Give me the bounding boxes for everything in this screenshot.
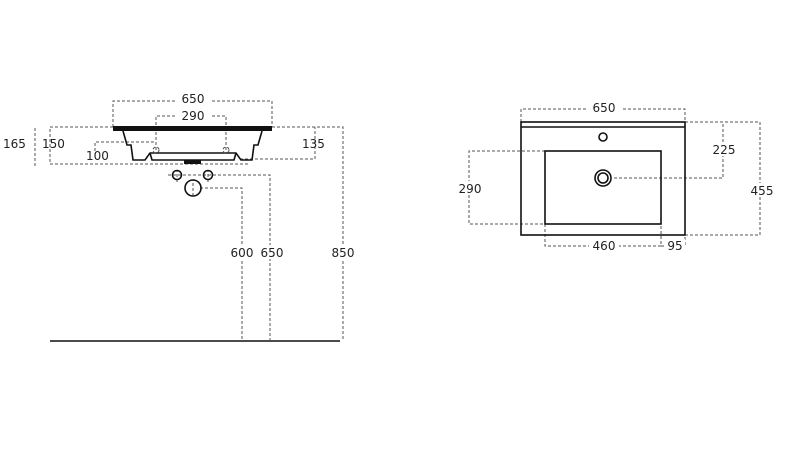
dim-line-850	[272, 126, 344, 340]
label-tap-offset: 100	[86, 149, 109, 163]
dim-line-depth	[685, 121, 761, 236]
top-view: 650 225 455 290 460 95	[456, 100, 777, 253]
label-width: 650	[182, 92, 205, 106]
label-tap-spacing: 290	[182, 109, 205, 123]
basin-bowl-bottom	[149, 152, 237, 161]
dim-line-left-depth	[49, 126, 250, 165]
drain-outlet	[184, 160, 201, 164]
basin-top-slab	[113, 126, 272, 131]
dim-line-tap-spacing	[155, 115, 227, 150]
label-850: 850	[332, 246, 355, 260]
water-pipe-right-icon	[202, 169, 214, 181]
drain-pipe-icon	[184, 179, 202, 197]
label-left-depth: 150	[42, 137, 65, 151]
water-pipe-left-icon	[171, 169, 183, 181]
tap-hole-right-icon	[222, 146, 230, 154]
drain-icon	[594, 169, 612, 187]
label-top-width: 650	[593, 101, 616, 115]
label-total-height: 165	[3, 137, 26, 151]
label-bowl-width: 460	[593, 239, 616, 253]
basin-outline	[520, 121, 686, 236]
side-view: 650 290 165 150 100 135 600 650 850	[3, 91, 357, 342]
tap-hole-icon	[598, 132, 608, 142]
label-600: 600	[231, 246, 254, 260]
label-side-margin: 95	[667, 239, 682, 253]
dim-line-drain-offset	[612, 121, 724, 179]
label-depth: 455	[751, 184, 774, 198]
dim-line-right-depth	[240, 127, 316, 160]
dim-line-600-height	[200, 187, 243, 340]
bowl-outline	[544, 150, 662, 225]
dim-line-650-height	[168, 174, 271, 340]
label-drain-offset: 225	[713, 143, 736, 157]
label-right-depth: 135	[302, 137, 325, 151]
label-bowl-depth: 290	[459, 182, 482, 196]
drain-inner-icon	[597, 172, 609, 184]
basin-body-outline	[122, 130, 263, 161]
label-650-height: 650	[261, 246, 284, 260]
tap-hole-left-icon	[152, 146, 160, 154]
